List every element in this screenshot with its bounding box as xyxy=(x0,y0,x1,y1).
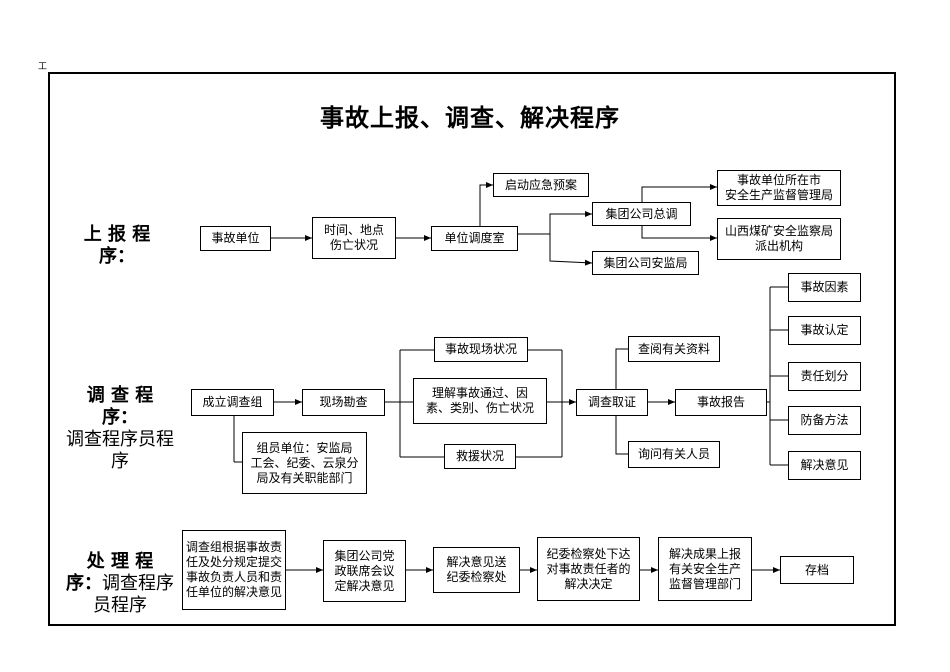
corner-mark: 工 xyxy=(38,62,48,72)
box-send-discipline: 解决意见送 纪委检察处 xyxy=(433,547,520,593)
box-inquire-persons: 询问有关人员 xyxy=(628,441,720,468)
arrow-to-group-safety xyxy=(549,234,593,266)
section-handle-subtitle: 调查程序 员程序 xyxy=(93,573,174,616)
box-site-survey: 现场勘查 xyxy=(302,389,385,416)
section-report-label: 上 报 程 序： xyxy=(62,224,172,268)
box-accident-factor: 事故因素 xyxy=(788,273,861,302)
box-prevention: 防备方法 xyxy=(788,406,861,435)
box-accident-report: 事故报告 xyxy=(675,389,767,416)
page-title: 事故上报、调查、解决程序 xyxy=(320,103,620,132)
box-emergency-plan: 启动应急预案 xyxy=(493,173,589,197)
box-report-results: 解决成果上报 有关安全生产 监督管理部门 xyxy=(658,537,752,601)
diagram-frame xyxy=(48,72,896,626)
box-archive: 存档 xyxy=(780,556,854,584)
box-evidence: 调查取证 xyxy=(576,389,648,416)
box-members: 组员单位：安监局 工会、纪委、云泉分 局及有关职能部门 xyxy=(242,432,367,494)
box-accident-unit: 事故单位 xyxy=(200,226,271,251)
box-consult-materials: 查阅有关资料 xyxy=(628,336,720,362)
box-group-dispatch: 集团公司总调 xyxy=(592,202,691,226)
section-handle-title: 处 理 程 序： xyxy=(66,551,154,594)
line-consult xyxy=(615,348,628,389)
box-accident-determination: 事故认定 xyxy=(788,316,861,345)
box-opinion: 解决意见 xyxy=(788,451,861,480)
box-proposal: 调查组根据事故责 任及处分规定提交 事故负责人员和责 任单位的解决意见 xyxy=(182,530,286,610)
arrow-dispatch-to-emergency xyxy=(479,182,493,226)
line-inquire xyxy=(615,416,628,455)
box-group-safety: 集团公司安监局 xyxy=(592,251,699,275)
box-joint-meeting: 集团公司党 政联席会议 定解决意见 xyxy=(323,540,406,602)
arrow-to-group-dispatch xyxy=(549,211,592,234)
section-investigate-subtitle: 调查程序员程 序 xyxy=(66,429,174,472)
section-handle-text: 处 理 程 序：调查程序 员程序 xyxy=(60,551,180,617)
section-handle-label: 处 理 程 序：调查程序 员程序 xyxy=(60,551,180,617)
box-understand: 理解事故通过、因 素、类别、伤亡状况 xyxy=(413,378,547,424)
arrow-to-city-bureau xyxy=(641,184,717,202)
box-unit-dispatch: 单位调度室 xyxy=(431,226,518,251)
box-time-place: 时间、地点 伤亡状况 xyxy=(312,217,396,259)
box-discipline-decision: 纪委检察处下达 对事故责任者的 解决决定 xyxy=(537,537,640,601)
box-site-status: 事故现场状况 xyxy=(434,337,528,362)
box-shanxi-coal-bureau: 山西煤矿安全监察局 派出机构 xyxy=(717,218,841,260)
box-form-group: 成立调查组 xyxy=(191,389,274,416)
section-investigate-label: 调 查 程 序： 调查程序员程 序 xyxy=(60,385,180,473)
box-responsibility: 责任划分 xyxy=(788,362,861,391)
arrow-to-shanxi-coal xyxy=(641,226,717,241)
section-investigate-title: 调 查 程 序： xyxy=(86,385,154,428)
box-rescue: 救援状况 xyxy=(444,444,516,469)
section-report-title: 上 报 程 序： xyxy=(83,224,151,267)
box-city-bureau: 事故单位所在市 安全生产监督管理局 xyxy=(717,170,841,206)
